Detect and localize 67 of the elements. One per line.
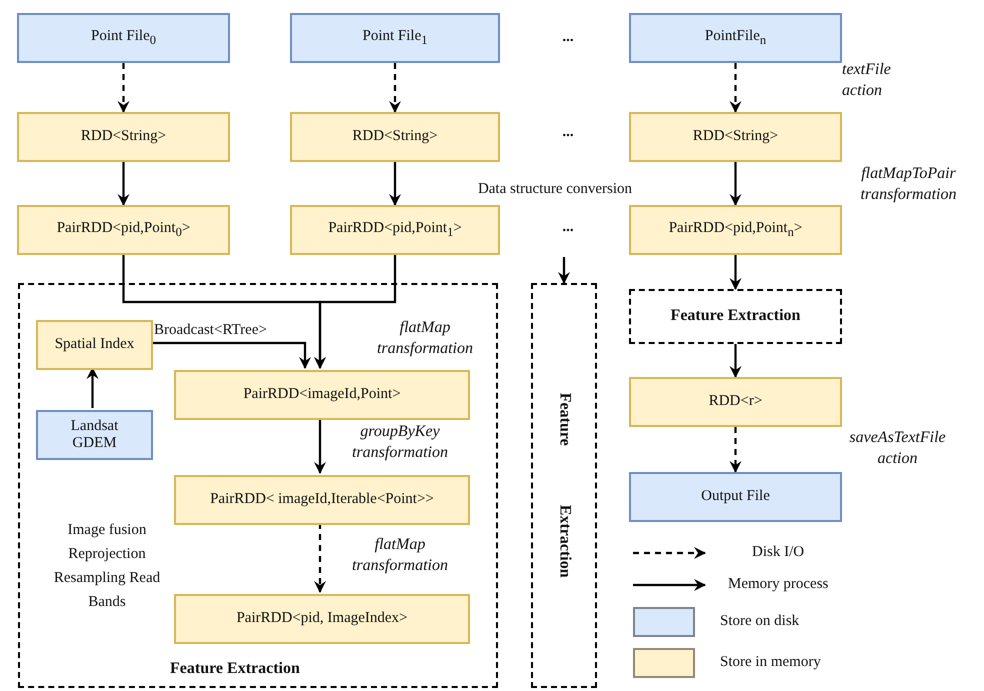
data-box	[174, 594, 470, 644]
operation-label: groupByKey transformation	[350, 422, 449, 463]
ellipsis: ...	[561, 218, 575, 237]
node-text: Point File$_{0}$	[90, 28, 156, 48]
arrow	[151, 342, 311, 369]
node-text: Output File	[701, 488, 770, 506]
data-box	[17, 112, 230, 162]
group-title: Feature Extraction	[555, 393, 574, 578]
operation-label: flatMapToPair transformation	[859, 164, 958, 205]
group-title: Feature Extraction	[170, 660, 300, 678]
node-text: Landsat GDEM	[70, 418, 120, 452]
arrow	[314, 255, 396, 369]
data-box	[629, 377, 842, 427]
ellipsis: ...	[561, 28, 575, 47]
operation-label: flatMap transformation	[350, 535, 449, 576]
node-text: PointFile$_{n}$	[704, 28, 766, 48]
operation-label: textFile action	[842, 60, 892, 101]
group-frame	[629, 289, 842, 344]
legend-label: Memory process	[728, 575, 828, 593]
arrow	[730, 427, 742, 473]
arrow	[118, 162, 130, 206]
arrow	[118, 63, 130, 113]
ellipsis: ...	[561, 123, 575, 142]
data-box	[17, 205, 230, 255]
arrow	[730, 63, 742, 113]
operation-label: saveAsTextFile action	[848, 428, 947, 469]
legend-label: Store on disk	[720, 612, 800, 630]
storage-box	[36, 410, 153, 460]
operation-label: flatMap transformation	[376, 318, 474, 359]
data-box	[290, 112, 500, 162]
node-text: PairRDD<pid,Point$_{0}$>	[56, 220, 190, 240]
arrow	[558, 257, 570, 284]
section-label: Data structure conversion	[476, 180, 634, 199]
group-frame	[531, 283, 597, 688]
arrow	[730, 162, 742, 206]
data-box	[174, 370, 470, 420]
data-box	[36, 320, 153, 370]
data-box	[629, 205, 842, 255]
node-text: PairRDD<pid,Point$_{1}$>	[328, 220, 462, 240]
legend-label: Disk I/O	[752, 543, 804, 561]
step-list: Image fusion Reprojection Resampling Read Bands	[52, 518, 162, 614]
group-title: Feature Extraction	[670, 307, 800, 326]
data-box	[290, 205, 500, 255]
node-text: RDD<String>	[80, 128, 166, 146]
node-text: RDD<String>	[352, 128, 438, 146]
node-text: PairRDD< imageId,Iterable<Point>>	[210, 491, 434, 509]
storage-box	[629, 13, 842, 63]
node-text: Point File$_{1}$	[362, 28, 428, 48]
group-frame	[18, 283, 498, 688]
arrow	[389, 162, 401, 206]
node-text: PairRDD<imageId,Point>	[243, 386, 401, 404]
data-box	[174, 475, 470, 525]
node-text: PairRDD<pid, ImageIndex>	[236, 610, 408, 628]
arrow	[314, 418, 326, 474]
storage-box	[629, 472, 842, 522]
arrow	[730, 344, 742, 378]
legend-label: Store in memory	[720, 653, 821, 671]
arrow	[314, 523, 326, 593]
node-text: Spatial Index	[54, 336, 134, 354]
node-text: RDD<String>	[692, 128, 778, 146]
storage-box	[290, 13, 500, 63]
arrow	[389, 63, 401, 113]
data-box	[629, 112, 842, 162]
node-text: PairRDD<pid,Point$_{n}$>	[668, 220, 802, 240]
storage-box	[17, 13, 230, 63]
node-text: RDD<r>	[708, 393, 762, 411]
arrow	[730, 255, 742, 290]
